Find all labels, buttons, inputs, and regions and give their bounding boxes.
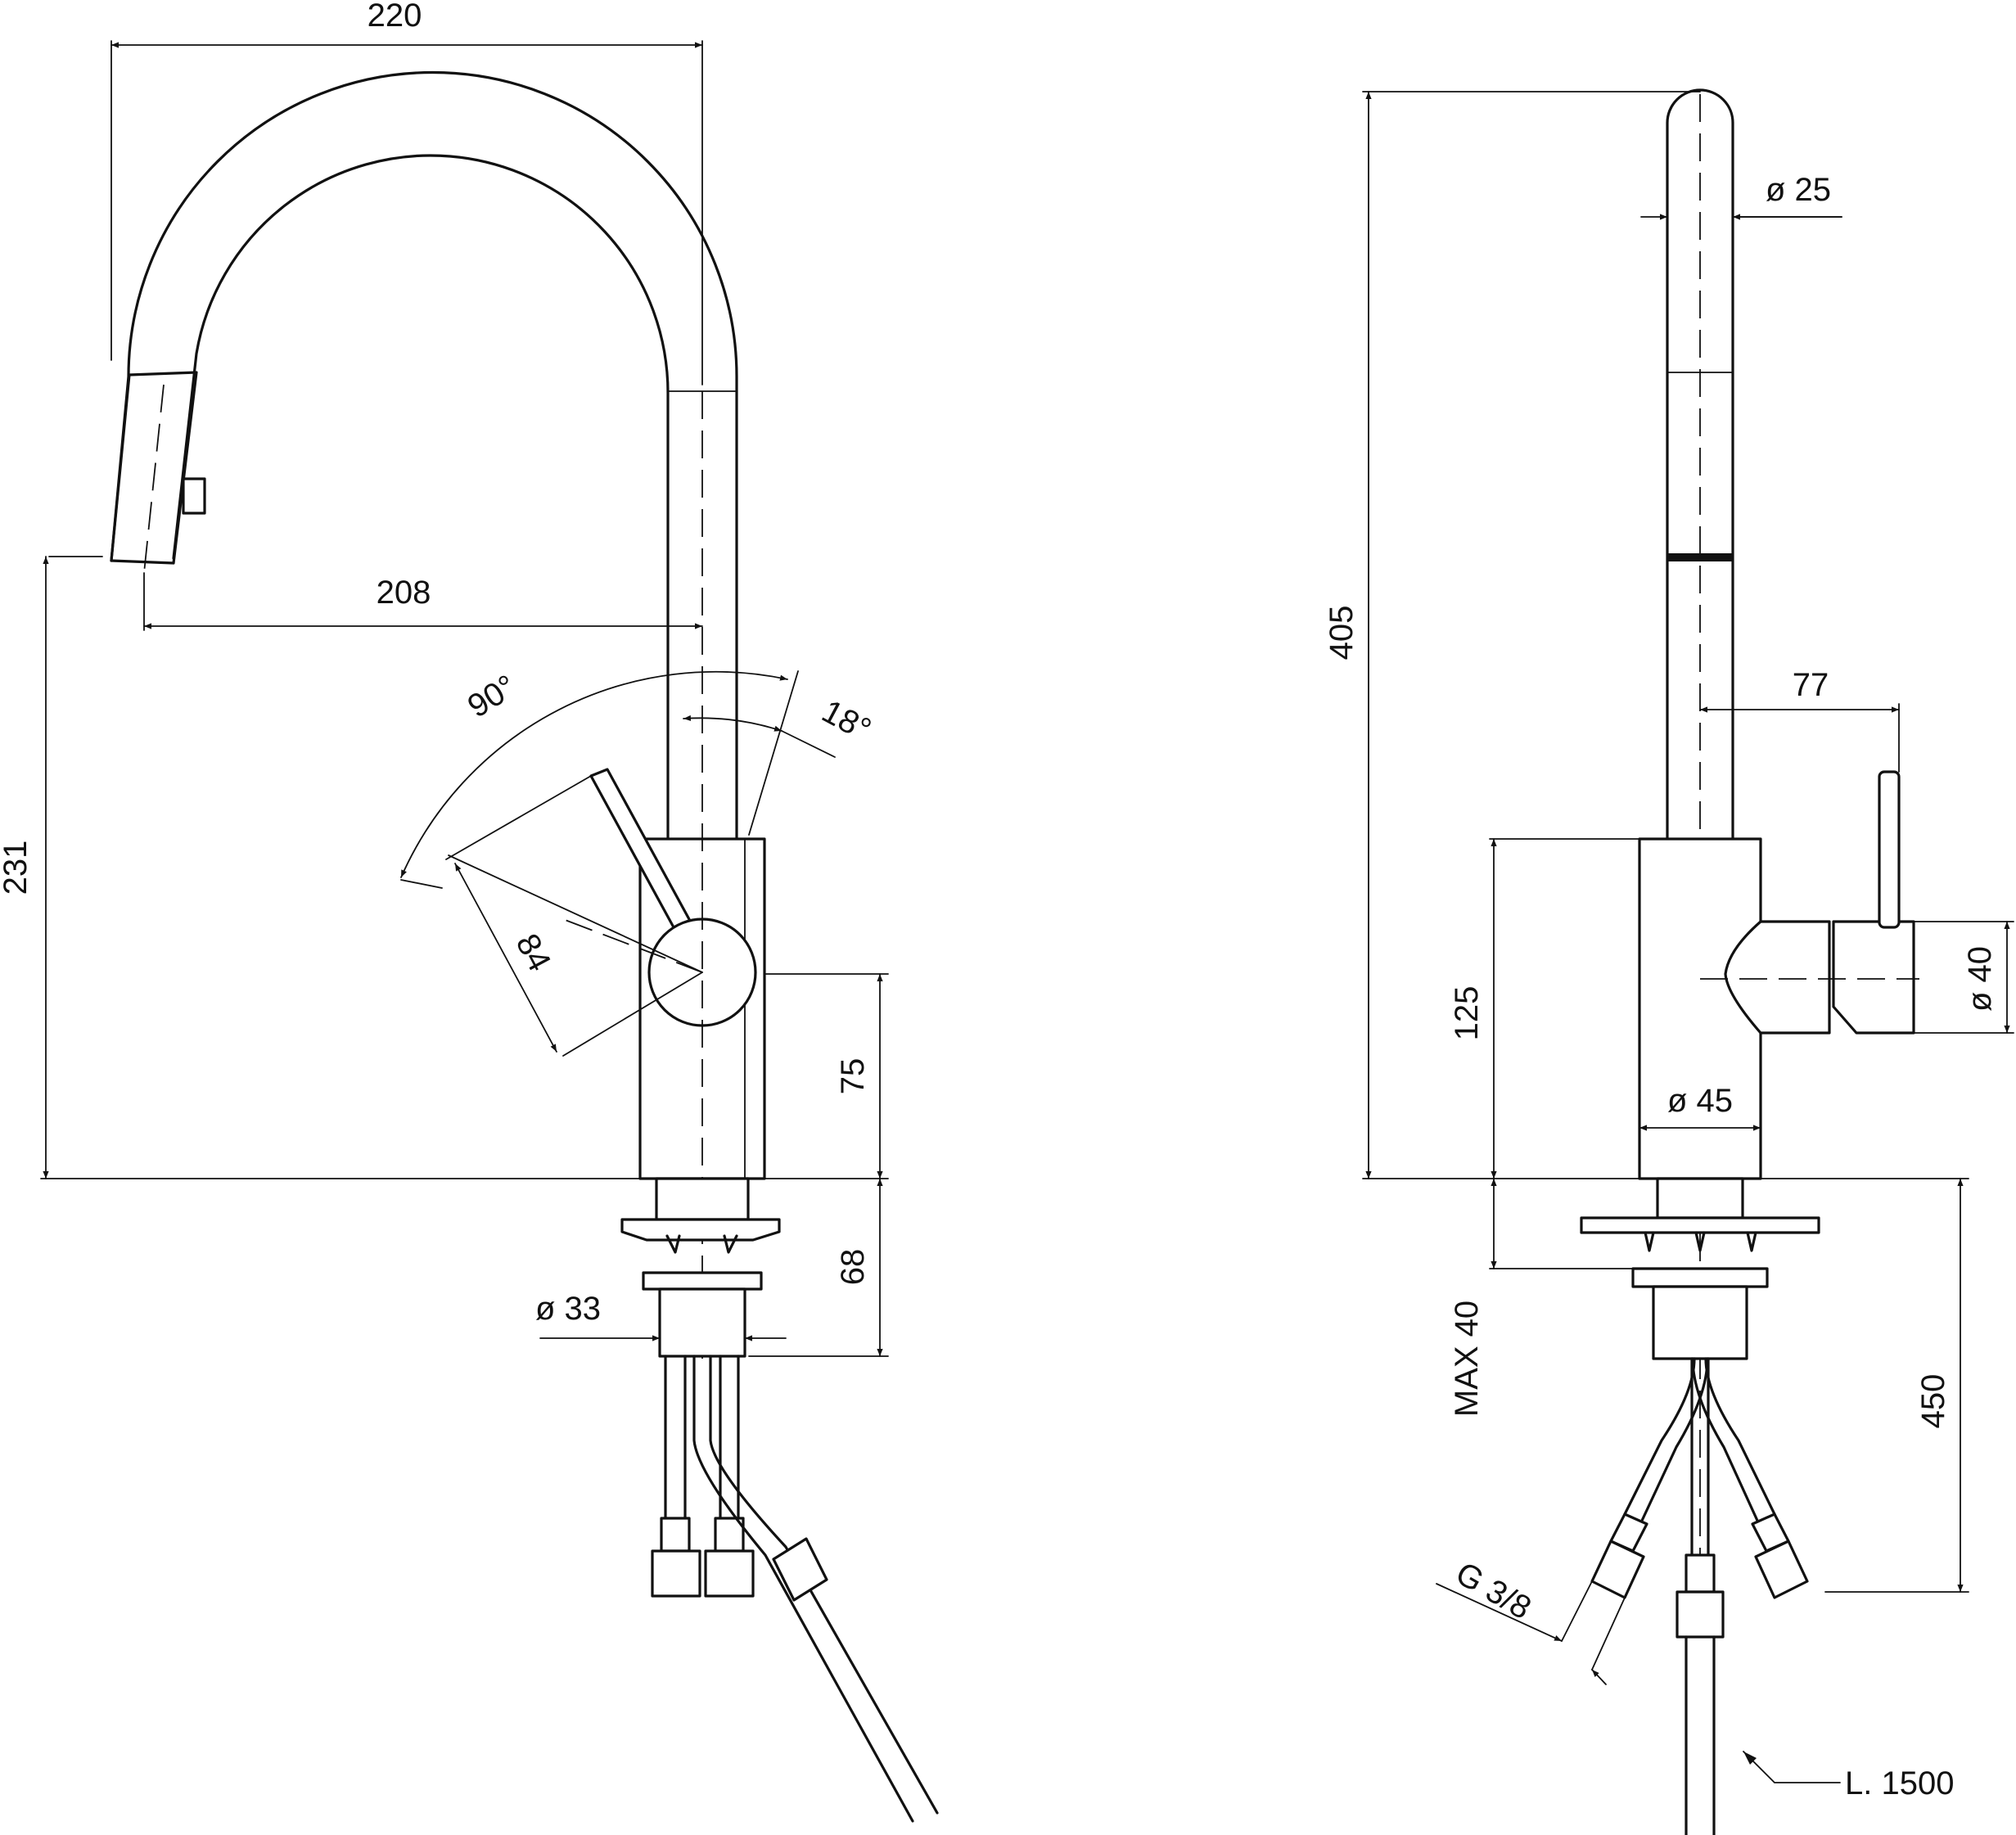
mount-neck <box>655 1177 750 1221</box>
pullout-hose-side <box>692 1355 939 1823</box>
hose-right-front <box>1691 1357 1776 1524</box>
lever-handle-front <box>1878 770 1901 929</box>
spout-front <box>1666 88 1734 841</box>
pullout-nut-front <box>1675 1590 1725 1639</box>
dim-outlet-height: 231 <box>0 841 34 895</box>
dim-line-g38-right <box>1591 1669 1607 1685</box>
mount-nut-front <box>1631 1267 1769 1288</box>
dim-body-height: 125 <box>1449 986 1485 1041</box>
spout-outer <box>110 70 738 841</box>
pullout-fitting-side <box>772 1537 828 1602</box>
dim-lever-angle: 90° <box>462 668 523 724</box>
front-view: 405 ø 25 77 125 ø 40 ø 45 MAX 40 450 G 3… <box>1324 88 2014 1835</box>
lever-axis-line <box>556 916 703 973</box>
ext-84-c <box>562 972 703 1057</box>
mount-neck-front <box>1656 1177 1744 1220</box>
dim-lever-tilt: 18° <box>816 693 877 748</box>
hose-nut-left-front <box>1590 1540 1645 1599</box>
dim-thread: G 3/8 <box>1450 1555 1537 1626</box>
dim-arc-18-tail <box>781 730 836 758</box>
ext-84-b <box>445 775 592 860</box>
dim-lever-offset: 77 <box>1793 667 1829 703</box>
dim-lever-diameter: ø 40 <box>1962 946 1998 1012</box>
mount-teeth <box>665 1234 738 1254</box>
spray-button <box>182 477 206 515</box>
dim-hose-length: 450 <box>1915 1374 1951 1429</box>
spray-head <box>110 371 198 565</box>
dim-spout-diameter: ø 25 <box>1766 172 1831 208</box>
dim-arc-90 <box>400 670 788 878</box>
shank-front <box>1652 1285 1748 1360</box>
mount-nut <box>642 1271 763 1291</box>
dim-line-g38-left <box>1436 1583 1563 1642</box>
dim-max-deck-thickness: MAX 40 <box>1449 1301 1485 1417</box>
dim-lever-length: 84 <box>509 928 558 977</box>
dim-line-84 <box>454 863 557 1053</box>
dim-spout-reach: 208 <box>377 575 431 611</box>
dim-total-height: 405 <box>1324 606 1360 661</box>
ext-18 <box>748 670 799 836</box>
dim-shank-length: 68 <box>835 1249 871 1286</box>
mount-flange-front <box>1580 1216 1820 1234</box>
spray-centerline <box>143 384 165 574</box>
dim-lever-axis-height: 75 <box>835 1058 871 1095</box>
pullout-fitting-front <box>1685 1553 1716 1594</box>
ext-90 <box>400 879 443 889</box>
side-view: 220 208 231 90° 18° 84 75 68 ø 33 <box>0 0 939 1823</box>
hose-right <box>719 1355 740 1520</box>
shank <box>658 1287 746 1358</box>
spray-head-joint <box>129 372 197 376</box>
hose-fitting-left <box>660 1517 691 1553</box>
dim-body-diameter: ø 45 <box>1667 1083 1733 1119</box>
lever-housing <box>1832 920 1915 1035</box>
dim-shank-diameter: ø 33 <box>535 1291 601 1327</box>
dim-pull-out-hose: L. 1500 <box>1845 1765 1954 1801</box>
ext-g38-a <box>1561 1580 1593 1642</box>
spout-ring-front <box>1667 553 1733 561</box>
ext-g38-b <box>1591 1597 1626 1670</box>
hose-nut-right <box>704 1549 755 1598</box>
spout-inner <box>172 154 670 841</box>
hose-nut-left <box>651 1549 701 1598</box>
leader-hose-length <box>1743 1751 1841 1783</box>
mount-teeth-front <box>1644 1231 1757 1252</box>
hose-nut-right-front <box>1754 1540 1809 1599</box>
pullout-hose-front <box>1690 1357 1710 1557</box>
dim-arc-18 <box>683 715 782 732</box>
leader-hose-arrow <box>1743 1752 1757 1765</box>
mount-flange <box>620 1218 781 1242</box>
pullout-tube-front <box>1685 1635 1716 1835</box>
dim-overall-reach: 220 <box>368 0 422 34</box>
hose-left <box>664 1355 687 1520</box>
